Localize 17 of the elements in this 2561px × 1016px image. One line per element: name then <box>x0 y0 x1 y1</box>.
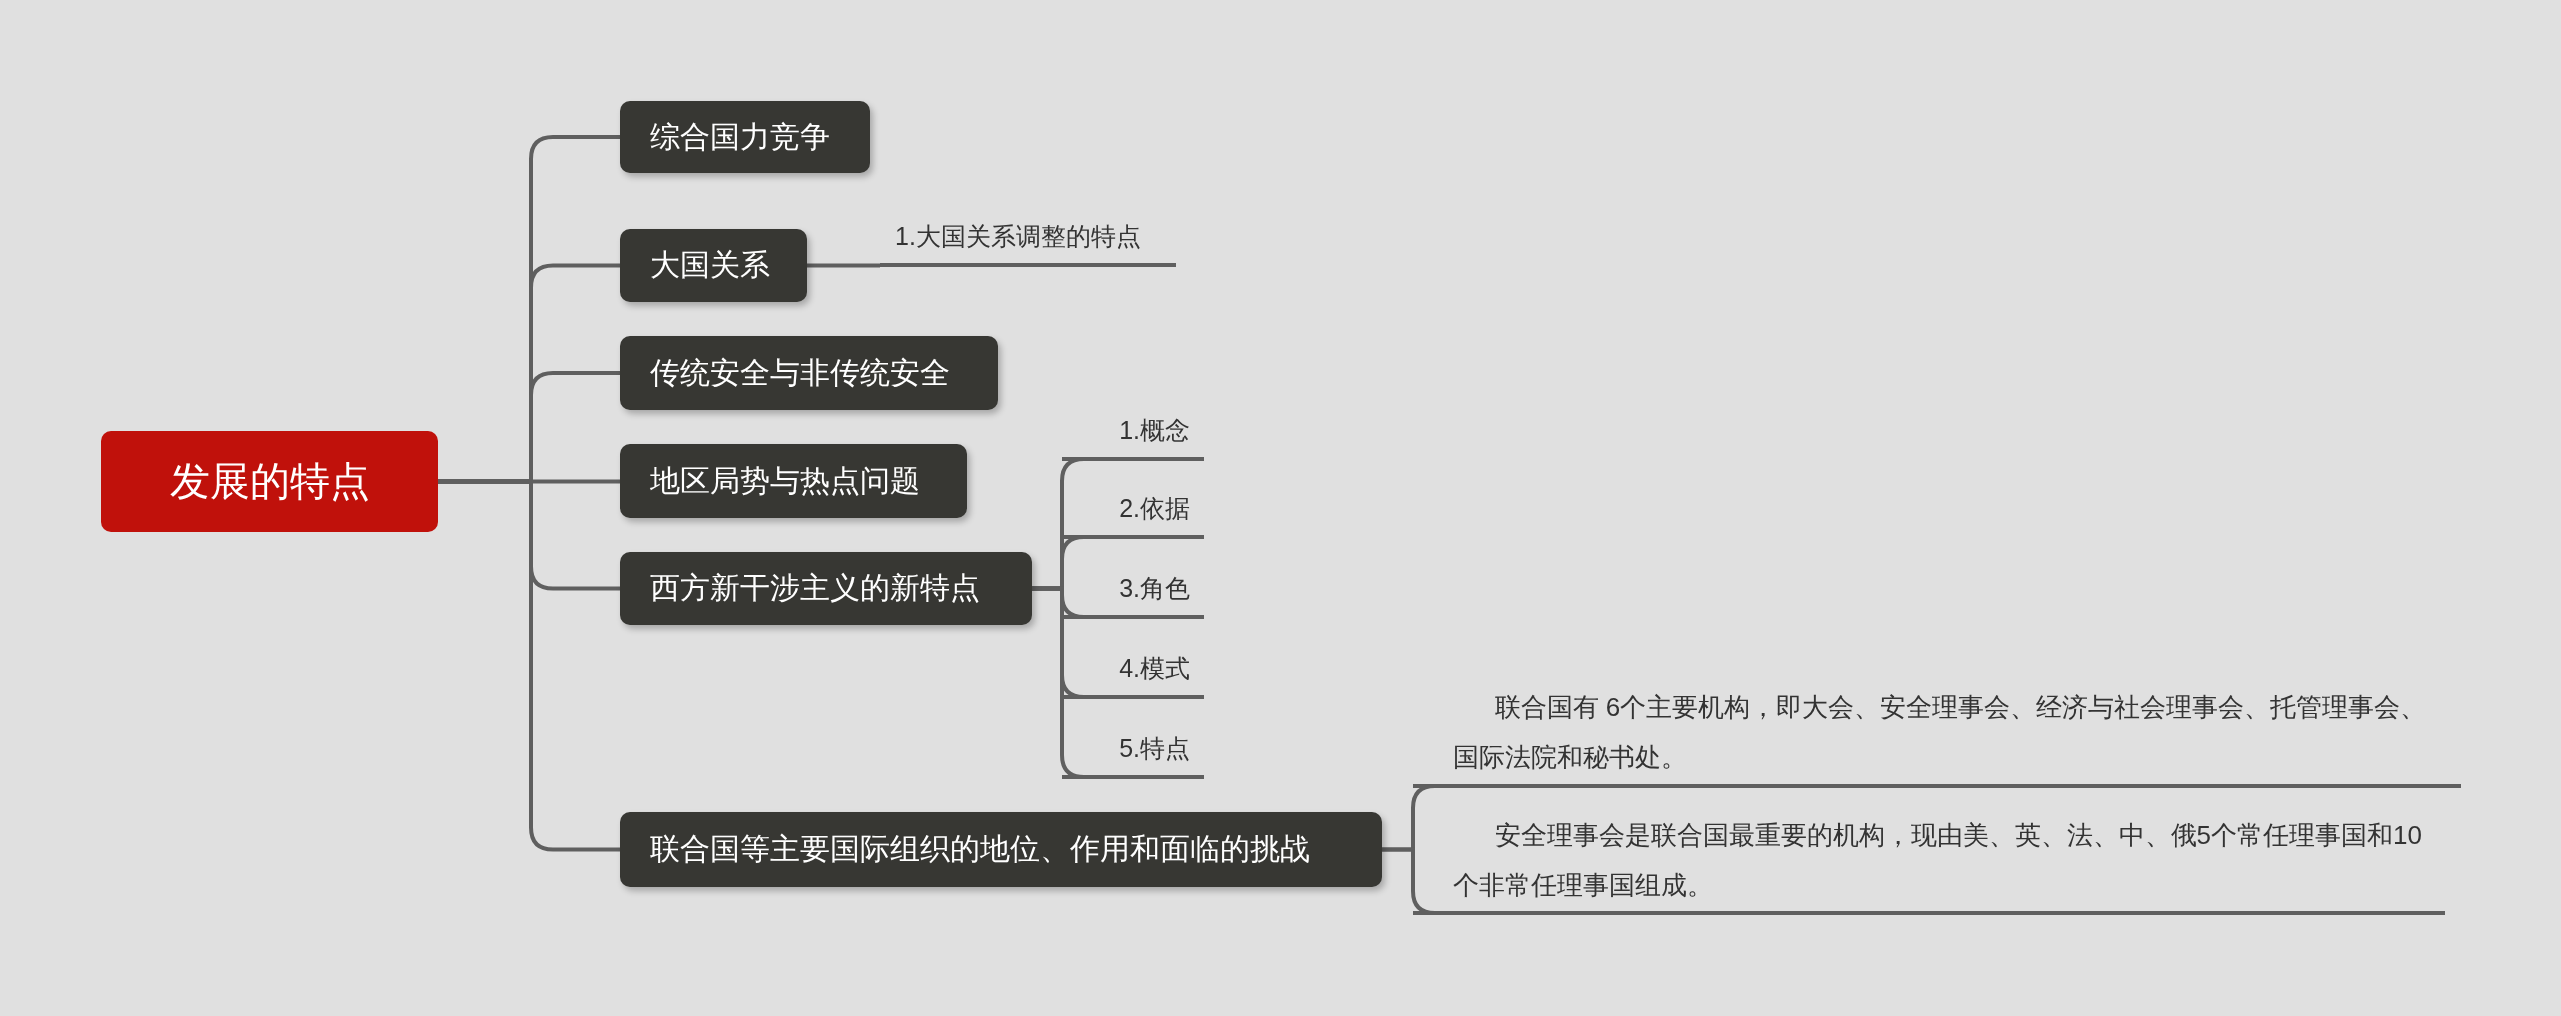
subtopic-text: 5.特点 <box>1062 716 1204 779</box>
topic-box: 综合国力竞争 <box>620 101 870 173</box>
connector-line <box>438 479 620 852</box>
note-text: 安全理事会是联合国最重要的机构，现由美、英、法、中、俄5个常任理事国和10个非常任理事国组成。 <box>1413 800 2445 915</box>
subtopic-text: 2.依据 <box>1062 476 1204 539</box>
subtopic-text: 1.概念 <box>1062 398 1204 461</box>
topic-box: 西方新干涉主义的新特点 <box>620 552 1032 625</box>
note-text: 联合国有 6个主要机构，即大会、安全理事会、经济与社会理事会、托管理事会、国际法院和秘书处。 <box>1413 672 2461 788</box>
connector-line <box>807 263 880 268</box>
subtopic-text: 1.大国关系调整的特点 <box>880 205 1176 267</box>
subtopic-text: 3.角色 <box>1062 556 1204 619</box>
subtopic-text: 4.模式 <box>1062 636 1204 699</box>
root-topic-box: 发展的特点 <box>101 431 438 532</box>
topic-box: 联合国等主要国际组织的地位、作用和面临的挑战 <box>620 812 1382 887</box>
topic-box: 大国关系 <box>620 229 807 302</box>
topic-box: 传统安全与非传统安全 <box>620 336 998 410</box>
topic-box: 地区局势与热点问题 <box>620 444 967 518</box>
